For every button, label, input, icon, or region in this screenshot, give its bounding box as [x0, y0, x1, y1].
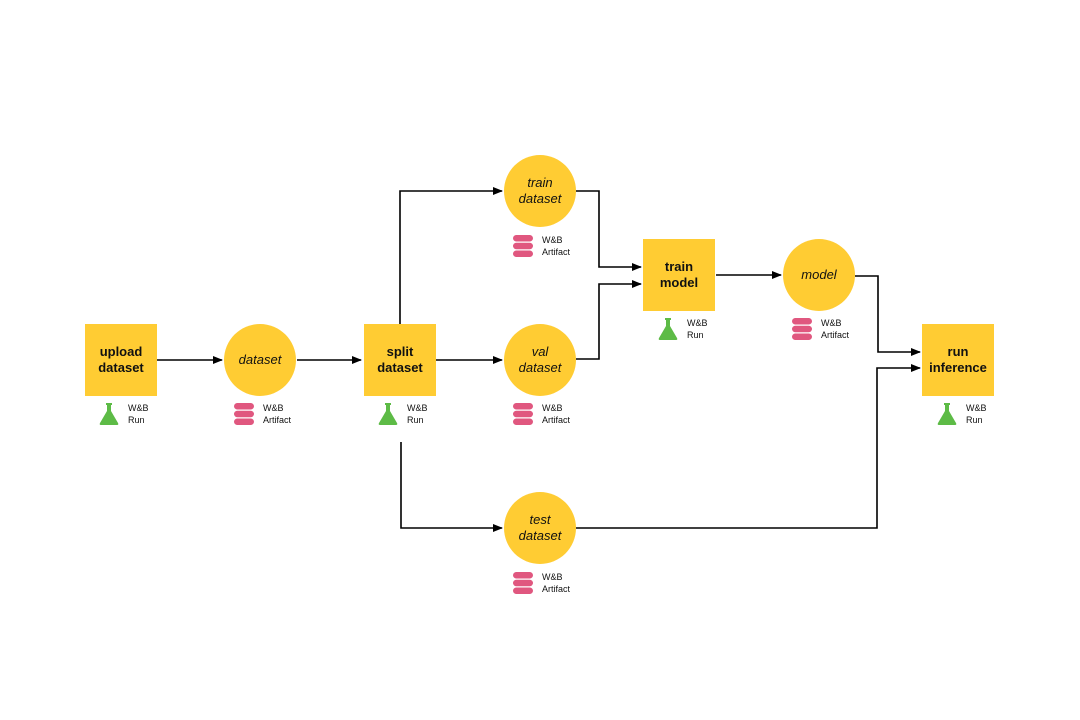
node-label-line2: model	[659, 275, 699, 290]
badge-run-split-dataset: W&B Run	[377, 402, 428, 426]
badge-line2: Artifact	[542, 415, 571, 425]
badge-line2: Artifact	[542, 247, 571, 257]
node-label-line2: dataset	[518, 528, 562, 543]
flask-icon	[99, 403, 119, 425]
badge-line2: Artifact	[821, 330, 850, 340]
badge-run-run-inference: W&B Run	[936, 402, 987, 426]
node-label-line2: dataset	[98, 360, 144, 375]
badge-run-upload-dataset: W&B Run	[98, 402, 149, 426]
node-upload-dataset[interactable]: upload dataset	[85, 324, 157, 396]
flask-icon	[937, 403, 957, 425]
database-icon	[792, 318, 812, 340]
node-label-line1: test	[529, 512, 551, 527]
node-label-line1: model	[801, 267, 837, 282]
badge-line1: W&B	[128, 403, 149, 413]
edge-val-dataset-to-train-model	[576, 280, 642, 360]
badge-line1: W&B	[966, 403, 987, 413]
badge-line2: Run	[966, 415, 983, 425]
node-run-inference[interactable]: run inference	[922, 324, 994, 396]
badge-line2: Run	[407, 415, 424, 425]
badge-artifact-dataset: W&B Artifact	[233, 402, 291, 426]
badge-line1: W&B	[542, 235, 563, 245]
badge-line1: W&B	[821, 318, 842, 328]
badge-line1: W&B	[263, 403, 284, 413]
node-label-line1: run	[947, 344, 969, 359]
badge-line1: W&B	[407, 403, 428, 413]
badge-run-train-model: W&B Run	[657, 317, 708, 341]
badge-line2: Run	[687, 330, 704, 340]
node-split-dataset[interactable]: split dataset	[364, 324, 436, 396]
node-label-line2: dataset	[518, 191, 562, 206]
database-icon	[513, 235, 533, 257]
node-train-dataset[interactable]: train dataset	[504, 155, 576, 227]
flask-icon	[378, 403, 398, 425]
node-label-line2: dataset	[377, 360, 423, 375]
edge-split-to-train-dataset	[399, 187, 503, 324]
database-icon	[513, 403, 533, 425]
flask-icon	[658, 318, 678, 340]
edge-test-dataset-to-run-inference	[576, 364, 921, 529]
node-train-model[interactable]: train model	[643, 239, 715, 311]
database-icon	[513, 572, 533, 594]
node-label-line1: split	[386, 344, 414, 359]
badge-artifact-model: W&B Artifact	[791, 317, 849, 341]
node-label-line1: upload	[99, 344, 143, 359]
badge-line1: W&B	[542, 403, 563, 413]
badge-line2: Run	[128, 415, 145, 425]
node-val-dataset[interactable]: val dataset	[504, 324, 576, 396]
edge-model-to-run-inference	[855, 275, 921, 356]
node-dataset[interactable]: dataset	[224, 324, 296, 396]
node-model[interactable]: model	[783, 239, 855, 311]
badge-artifact-test-dataset: W&B Artifact	[512, 571, 570, 595]
node-label-line2: dataset	[518, 360, 562, 375]
badge-artifact-train-dataset: W&B Artifact	[512, 234, 570, 258]
edge-train-dataset-to-train-model	[576, 190, 642, 271]
edge-split-to-test-dataset	[400, 442, 503, 532]
node-label-line2: inference	[929, 360, 987, 375]
badge-artifact-val-dataset: W&B Artifact	[512, 402, 570, 426]
badge-line1: W&B	[542, 572, 563, 582]
database-icon	[234, 403, 254, 425]
node-label-line1: val	[531, 344, 549, 359]
node-label-line1: train	[664, 259, 694, 274]
node-label-line1: train	[527, 175, 553, 190]
badge-line2: Artifact	[263, 415, 292, 425]
node-test-dataset[interactable]: test dataset	[504, 492, 576, 564]
badge-line2: Artifact	[542, 584, 571, 594]
badge-line1: W&B	[687, 318, 708, 328]
node-label-line1: dataset	[238, 352, 282, 367]
